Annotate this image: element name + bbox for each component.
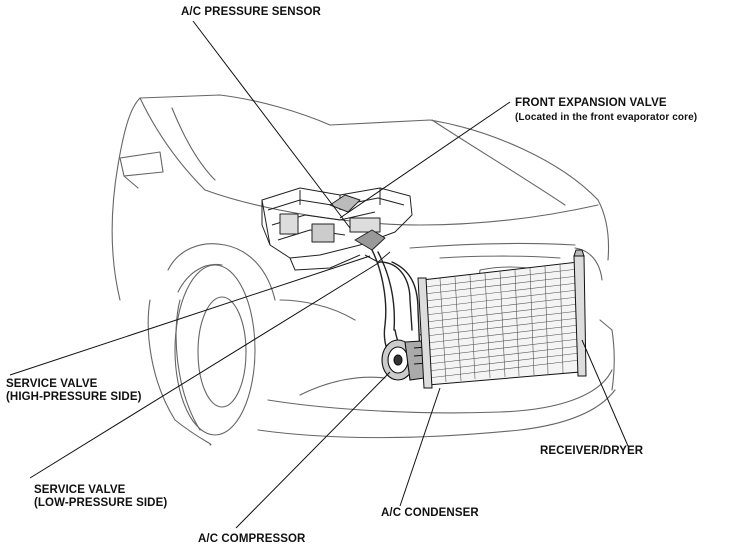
label-service-valve-low: SERVICE VALVE bbox=[34, 484, 126, 496]
hvac-unit bbox=[261, 187, 413, 271]
leader-lines bbox=[9, 20, 629, 529]
label-receiver-dryer: RECEIVER/DRYER bbox=[540, 445, 644, 457]
label-ac-compressor: A/C COMPRESSOR bbox=[198, 533, 306, 545]
leader-service-valve-low bbox=[29, 261, 381, 479]
label-service-valve-high: SERVICE VALVE bbox=[6, 378, 98, 390]
label-front-expansion-valve: FRONT EXPANSION VALVE bbox=[515, 97, 667, 109]
leader-condenser bbox=[399, 387, 441, 507]
label-ac-pressure-sensor: A/C PRESSURE SENSOR bbox=[181, 6, 321, 18]
label-service-valve-low-side: (LOW-PRESSURE SIDE) bbox=[34, 497, 168, 509]
label-ac-condenser: A/C CONDENSER bbox=[381, 507, 479, 519]
leader-service-valve-high bbox=[9, 255, 371, 376]
leader-pressure-sensor bbox=[192, 20, 351, 229]
leader-receiver-dryer bbox=[581, 339, 629, 447]
leader-expansion-valve bbox=[339, 101, 511, 219]
label-expansion-valve-note: (Located in the front evaporator core) bbox=[515, 112, 698, 123]
leader-compressor bbox=[235, 371, 391, 529]
vehicle-body-outline bbox=[111, 94, 616, 446]
condenser bbox=[417, 249, 587, 389]
label-service-valve-high-side: (HIGH-PRESSURE SIDE) bbox=[6, 391, 142, 403]
